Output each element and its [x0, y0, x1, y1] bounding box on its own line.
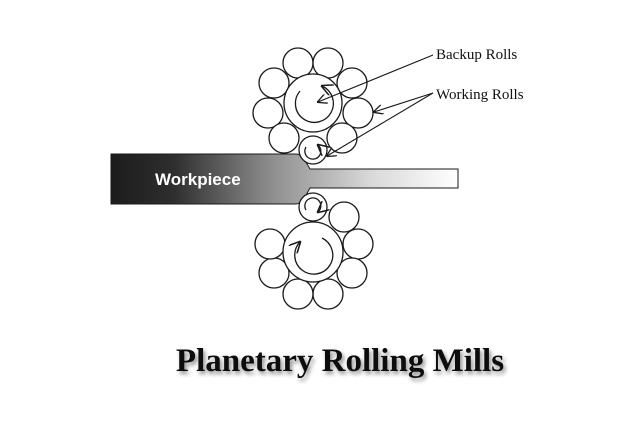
lower-working-rotation-arrow	[304, 197, 321, 212]
lower-planetary-roll	[328, 201, 360, 233]
workpiece: Workpiece	[110, 153, 459, 205]
upper-planetary-roll	[268, 122, 300, 154]
diagram-title: Planetary Rolling Mills	[176, 343, 504, 379]
upper-planetary-roll	[282, 47, 314, 79]
upper-planetary-roll	[326, 122, 358, 154]
upper-planetary-roll	[252, 97, 284, 129]
upper-working-roll	[298, 135, 328, 165]
upper-planetary-roll	[336, 67, 368, 99]
lower-planetary-roll	[254, 228, 286, 260]
lower-backup-roll	[282, 221, 344, 283]
upper-planetary-roll	[312, 47, 344, 79]
lower-planetary-roll	[342, 228, 374, 260]
backup-rolls-leader	[318, 54, 434, 102]
working-rolls-label: Working Rolls	[436, 87, 524, 103]
lower-planetary-roll	[336, 257, 368, 289]
leader-lines	[318, 54, 434, 156]
backup-rolls-label: Backup Rolls	[436, 47, 517, 63]
upper-planetary-roll	[258, 67, 290, 99]
lower-planetary-roll	[312, 278, 344, 310]
lower-roll-cluster	[254, 192, 374, 310]
workpiece-label: Workpiece	[155, 170, 241, 189]
working-rolls-leader-top	[374, 92, 434, 112]
lower-working-roll	[298, 192, 328, 222]
lower-backup-rotation-arrow	[295, 237, 334, 275]
upper-roll-cluster	[252, 47, 374, 165]
upper-working-rotation-arrow	[304, 145, 321, 160]
working-rolls-leader-bottom	[327, 92, 434, 156]
upper-backup-rotation-arrow	[294, 86, 335, 124]
lower-planetary-roll	[282, 278, 314, 310]
